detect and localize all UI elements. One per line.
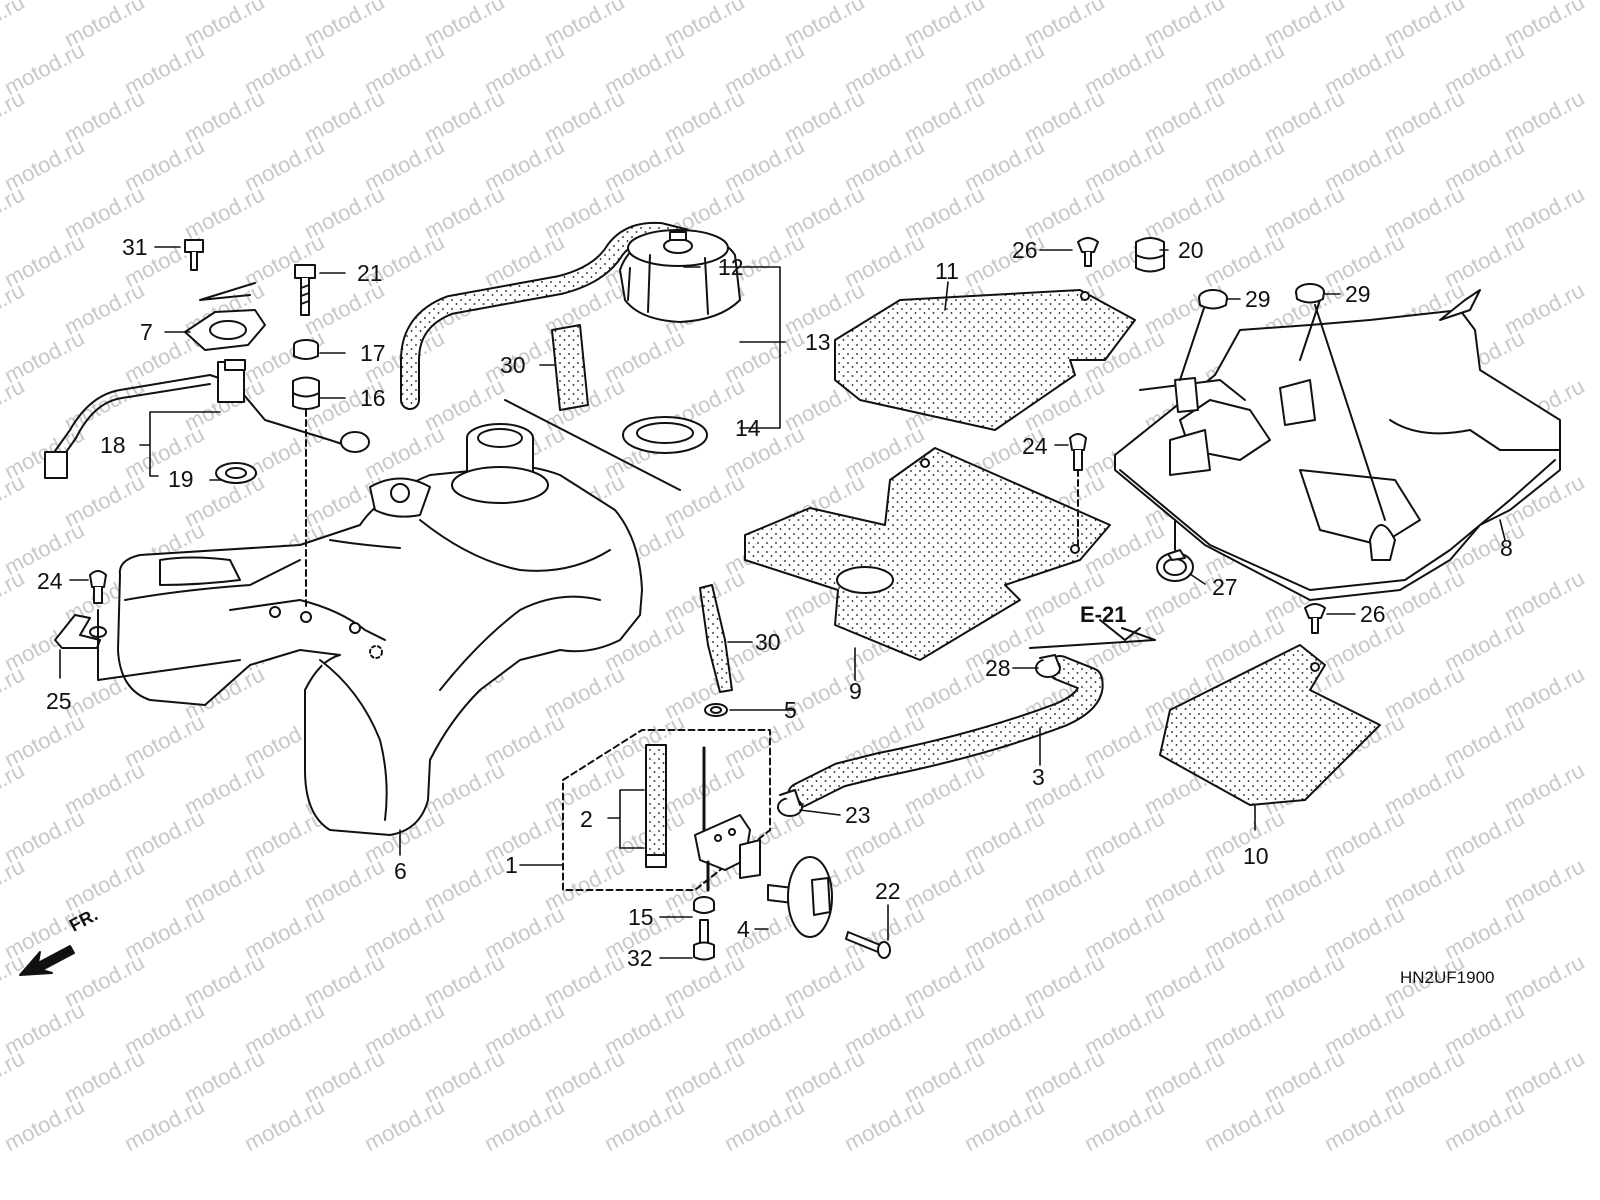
callout-1: 1 <box>505 852 518 878</box>
callout-24-left: 24 <box>37 568 63 594</box>
under-cover-frame <box>1114 289 1561 601</box>
pad-9 <box>744 447 1111 661</box>
clip-24b <box>1069 433 1087 471</box>
rubber-band-30 <box>551 324 589 411</box>
breather-tube <box>400 221 694 410</box>
cock-knob <box>767 856 833 938</box>
callout-29-left: 29 <box>1245 286 1271 312</box>
mount-rubber-16 <box>292 376 320 410</box>
callout-15: 15 <box>628 904 654 930</box>
callout-11: 11 <box>935 258 959 284</box>
callout-32: 32 <box>627 945 653 971</box>
cap-gasket <box>622 416 708 454</box>
callout-22: 22 <box>875 878 901 904</box>
cap-29b <box>1295 283 1325 304</box>
callout-23: 23 <box>845 802 871 828</box>
fuel-cock-group <box>562 729 771 892</box>
callout-4: 4 <box>737 916 750 942</box>
diagram-code: HN2UF1900 <box>1400 968 1495 987</box>
callout-17: 17 <box>360 340 386 366</box>
flange-bolt-31 <box>184 239 204 271</box>
fuel-pump-unit <box>44 359 370 479</box>
clip-24a <box>89 570 107 604</box>
callout-3: 3 <box>1032 764 1045 790</box>
fuel-filler-cap <box>619 229 741 323</box>
callout-7: 7 <box>140 319 153 345</box>
callout-16: 16 <box>360 385 386 411</box>
callout-29-right: 29 <box>1345 281 1371 307</box>
callout-13: 13 <box>805 329 831 355</box>
callout-21: 21 <box>357 260 383 286</box>
callout-30-lower: 30 <box>755 629 781 655</box>
fuel-tank <box>117 423 643 836</box>
gasket-line <box>504 399 681 491</box>
trim-clip-26a <box>1077 237 1099 267</box>
callout-6: 6 <box>394 858 407 884</box>
reference-line <box>1029 639 1156 649</box>
grommet-20 <box>1135 237 1165 273</box>
pump-packing <box>215 462 257 484</box>
callout-18: 18 <box>100 432 126 458</box>
callout-10: 10 <box>1243 843 1269 869</box>
washer-15 <box>693 896 715 914</box>
rubber-band-30b <box>699 584 733 693</box>
reference-arrow <box>1121 627 1156 641</box>
callout-14: 14 <box>735 415 761 441</box>
callout-2: 2 <box>580 806 593 832</box>
assembly-line-25 <box>97 609 241 681</box>
pad-11 <box>834 289 1136 431</box>
callout-30-upper: 30 <box>500 352 526 378</box>
callout-9: 9 <box>849 678 862 704</box>
callout-12: 12 <box>718 254 744 280</box>
screw-22 <box>845 931 891 959</box>
callout-26-upper: 26 <box>1012 237 1038 263</box>
band-27 <box>1156 549 1194 582</box>
flange-bolt-32 <box>693 919 715 961</box>
washer-5 <box>704 703 728 717</box>
callout-27: 27 <box>1212 574 1238 600</box>
callout-24-right: 24 <box>1022 433 1048 459</box>
callout-26-lower: 26 <box>1360 601 1386 627</box>
front-direction-arrow <box>19 945 75 976</box>
callout-19: 19 <box>168 466 194 492</box>
trim-clip-26b <box>1304 603 1326 634</box>
pad-10 <box>1159 644 1381 806</box>
tube-clip-23 <box>777 789 803 817</box>
callout-8: 8 <box>1500 535 1513 561</box>
tube-clip-28 <box>1035 654 1061 678</box>
callout-leaders <box>59 246 1506 959</box>
cap-29a <box>1198 289 1228 310</box>
callout-20: 20 <box>1178 237 1204 263</box>
pump-setting-plate <box>184 282 266 351</box>
section-reference[interactable]: E-21 <box>1080 602 1127 627</box>
callout-31: 31 <box>122 234 148 260</box>
reference-pointer <box>1099 619 1141 641</box>
bolt-21 <box>294 264 316 316</box>
frame-leader-lines <box>1179 299 1386 521</box>
callout-25: 25 <box>46 688 72 714</box>
collar-17 <box>293 339 319 360</box>
fuel-tube <box>787 655 1104 808</box>
callout-5: 5 <box>784 697 797 723</box>
callout-28: 28 <box>985 655 1011 681</box>
